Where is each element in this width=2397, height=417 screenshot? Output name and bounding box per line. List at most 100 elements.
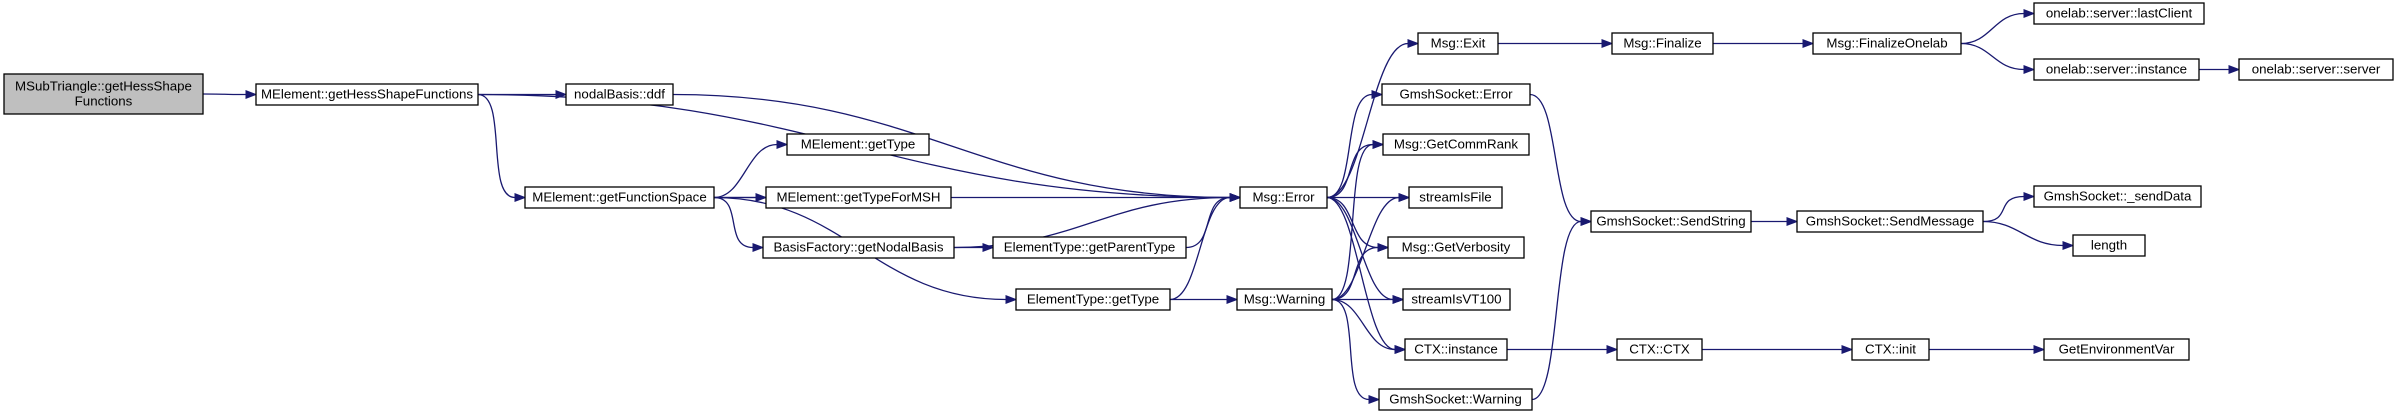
node-box	[765, 186, 952, 209]
node-label: BasisFactory::getNodalBasis	[774, 240, 944, 255]
edge-line	[713, 143, 778, 199]
arrowhead-icon	[1368, 394, 1381, 405]
node-basis-getnodal[interactable]: BasisFactory::getNodalBasis	[762, 236, 955, 259]
arrowhead-icon	[2033, 344, 2046, 355]
arrowhead-icon	[776, 139, 789, 150]
arrowhead-icon	[1229, 192, 1242, 203]
edge-onelab-instance-to-onelab-server	[2199, 64, 2241, 75]
node-box	[1590, 210, 1752, 233]
node-getenvvar[interactable]: GetEnvironmentVar	[2043, 338, 2190, 361]
edge-msg-error-to-gsock-error	[1326, 89, 1384, 199]
arrowhead-icon	[2228, 64, 2241, 75]
edge-msg-finalizeonelab-to-onelab-instance	[1960, 42, 2036, 75]
edge-msg-warning-to-msg-commrank	[1331, 139, 1385, 301]
edge-line	[1331, 298, 1370, 401]
arrowhead-icon	[2023, 8, 2036, 19]
edge-line	[1326, 42, 1409, 199]
edge-gsock-sendstring-to-gsock-sendmessage	[1751, 216, 1799, 227]
edge-line	[1982, 220, 2064, 247]
arrowhead-icon	[1398, 192, 1411, 203]
node-stream-vt100[interactable]: streamIsVT100	[1402, 288, 1511, 311]
node-box	[1381, 83, 1531, 106]
node-box	[992, 236, 1187, 259]
node-label: MSubTriangle::getHessShape	[15, 79, 192, 94]
node-onelab-lastclient[interactable]: onelab::server::lastClient	[2033, 2, 2205, 25]
node-onelab-server[interactable]: onelab::server::server	[2238, 58, 2394, 81]
node-box	[2043, 338, 2190, 361]
node-box	[2033, 58, 2200, 81]
node-label: ElementType::getType	[1027, 292, 1159, 307]
node-box	[1616, 338, 1703, 361]
node-box	[3, 73, 204, 115]
arrowhead-icon	[2023, 191, 2036, 202]
edge-line	[672, 93, 1231, 199]
node-label: CTX::CTX	[1629, 342, 1690, 357]
node-label: onelab::server::instance	[2046, 62, 2187, 77]
arrowhead-icon	[752, 242, 765, 253]
node-msg-verbosity[interactable]: Msg::GetVerbosity	[1387, 236, 1525, 259]
node-gsock-senddata[interactable]: GmshSocket::_sendData	[2033, 185, 2202, 208]
node-label: Msg::GetCommRank	[1394, 137, 1518, 152]
node-msg-warning[interactable]: Msg::Warning	[1236, 288, 1333, 311]
node-label: GmshSocket::Warning	[1389, 392, 1522, 407]
arrowhead-icon	[1377, 242, 1390, 253]
edge-line	[1169, 196, 1231, 301]
node-label: CTX::instance	[1414, 342, 1498, 357]
node-label: MElement::getHessShapeFunctions	[261, 87, 473, 102]
node-label: streamIsVT100	[1411, 292, 1501, 307]
node-label: MElement::getFunctionSpace	[532, 190, 706, 205]
edge-line	[1331, 196, 1400, 301]
node-stream-isfile[interactable]: streamIsFile	[1408, 186, 1503, 209]
node-melem-gettypeformsh[interactable]: MElement::getTypeForMSH	[765, 186, 952, 209]
edge-line	[1529, 93, 1582, 223]
node-box	[1015, 288, 1171, 311]
node-ctx-ctx[interactable]: CTX::CTX	[1616, 338, 1703, 361]
arrowhead-icon	[1372, 139, 1385, 150]
edge-line	[202, 93, 247, 96]
node-msg-commrank[interactable]: Msg::GetCommRank	[1382, 133, 1530, 156]
arrowhead-icon	[1226, 294, 1239, 305]
node-gsock-error[interactable]: GmshSocket::Error	[1381, 83, 1531, 106]
node-melem-hess[interactable]: MElement::getHessShapeFunctions	[255, 83, 479, 106]
node-msg-finalizeonelab[interactable]: Msg::FinalizeOnelab	[1812, 32, 1962, 55]
arrowhead-icon	[1802, 38, 1815, 49]
edge-elemtype-gettype-to-msg-warning	[1170, 294, 1239, 305]
node-msg-finalize[interactable]: Msg::Finalize	[1611, 32, 1714, 55]
node-gsock-sendmessage[interactable]: GmshSocket::SendMessage	[1796, 210, 1984, 233]
edge-line	[1326, 143, 1374, 199]
edge-msg-exit-to-msg-finalize	[1498, 38, 1614, 49]
edge-ctx-ctx-to-ctx-init	[1702, 344, 1854, 355]
node-ctx-init[interactable]: CTX::init	[1851, 338, 1930, 361]
node-elemtype-gettype[interactable]: ElementType::getType	[1015, 288, 1171, 311]
node-elemtype-parent[interactable]: ElementType::getParentType	[992, 236, 1187, 259]
node-box	[1404, 338, 1508, 361]
node-msg-exit[interactable]: Msg::Exit	[1417, 32, 1499, 55]
edge-msg-finalizeonelab-to-onelab-lastclient	[1960, 8, 2036, 45]
node-ctx-instance[interactable]: CTX::instance	[1404, 338, 1508, 361]
edge-line	[713, 196, 754, 249]
node-length[interactable]: length	[2072, 234, 2146, 257]
edge-msg-finalize-to-msg-finalizeonelab	[1713, 38, 1815, 49]
node-root[interactable]: MSubTriangle::getHessShapeFunctions	[3, 73, 204, 115]
node-nodal-ddf[interactable]: nodalBasis::ddf	[565, 83, 674, 106]
node-label: Msg::Warning	[1244, 292, 1326, 307]
node-label: ElementType::getParentType	[1004, 240, 1175, 255]
node-box	[1812, 32, 1962, 55]
node-melem-funcspace[interactable]: MElement::getFunctionSpace	[524, 186, 715, 209]
edge-elemtype-gettype-to-msg-error	[1169, 192, 1242, 301]
arrowhead-icon	[1580, 216, 1593, 227]
edge-gsock-sendmessage-to-length	[1982, 220, 2075, 251]
arrowhead-icon	[1786, 216, 1799, 227]
edge-ctx-instance-to-ctx-ctx	[1507, 344, 1619, 355]
node-box	[1236, 288, 1333, 311]
node-gsock-sendstring[interactable]: GmshSocket::SendString	[1590, 210, 1752, 233]
edge-line	[1331, 143, 1374, 301]
node-gsock-warning[interactable]: GmshSocket::Warning	[1378, 388, 1533, 411]
edge-layer	[202, 8, 2241, 405]
node-melem-gettype[interactable]: MElement::getType	[786, 133, 930, 156]
edge-gsock-sendmessage-to-gsock-senddata	[1982, 191, 2036, 223]
node-onelab-instance[interactable]: onelab::server::instance	[2033, 58, 2200, 81]
node-box	[2033, 2, 2205, 25]
node-msg-error[interactable]: Msg::Error	[1239, 186, 1328, 209]
